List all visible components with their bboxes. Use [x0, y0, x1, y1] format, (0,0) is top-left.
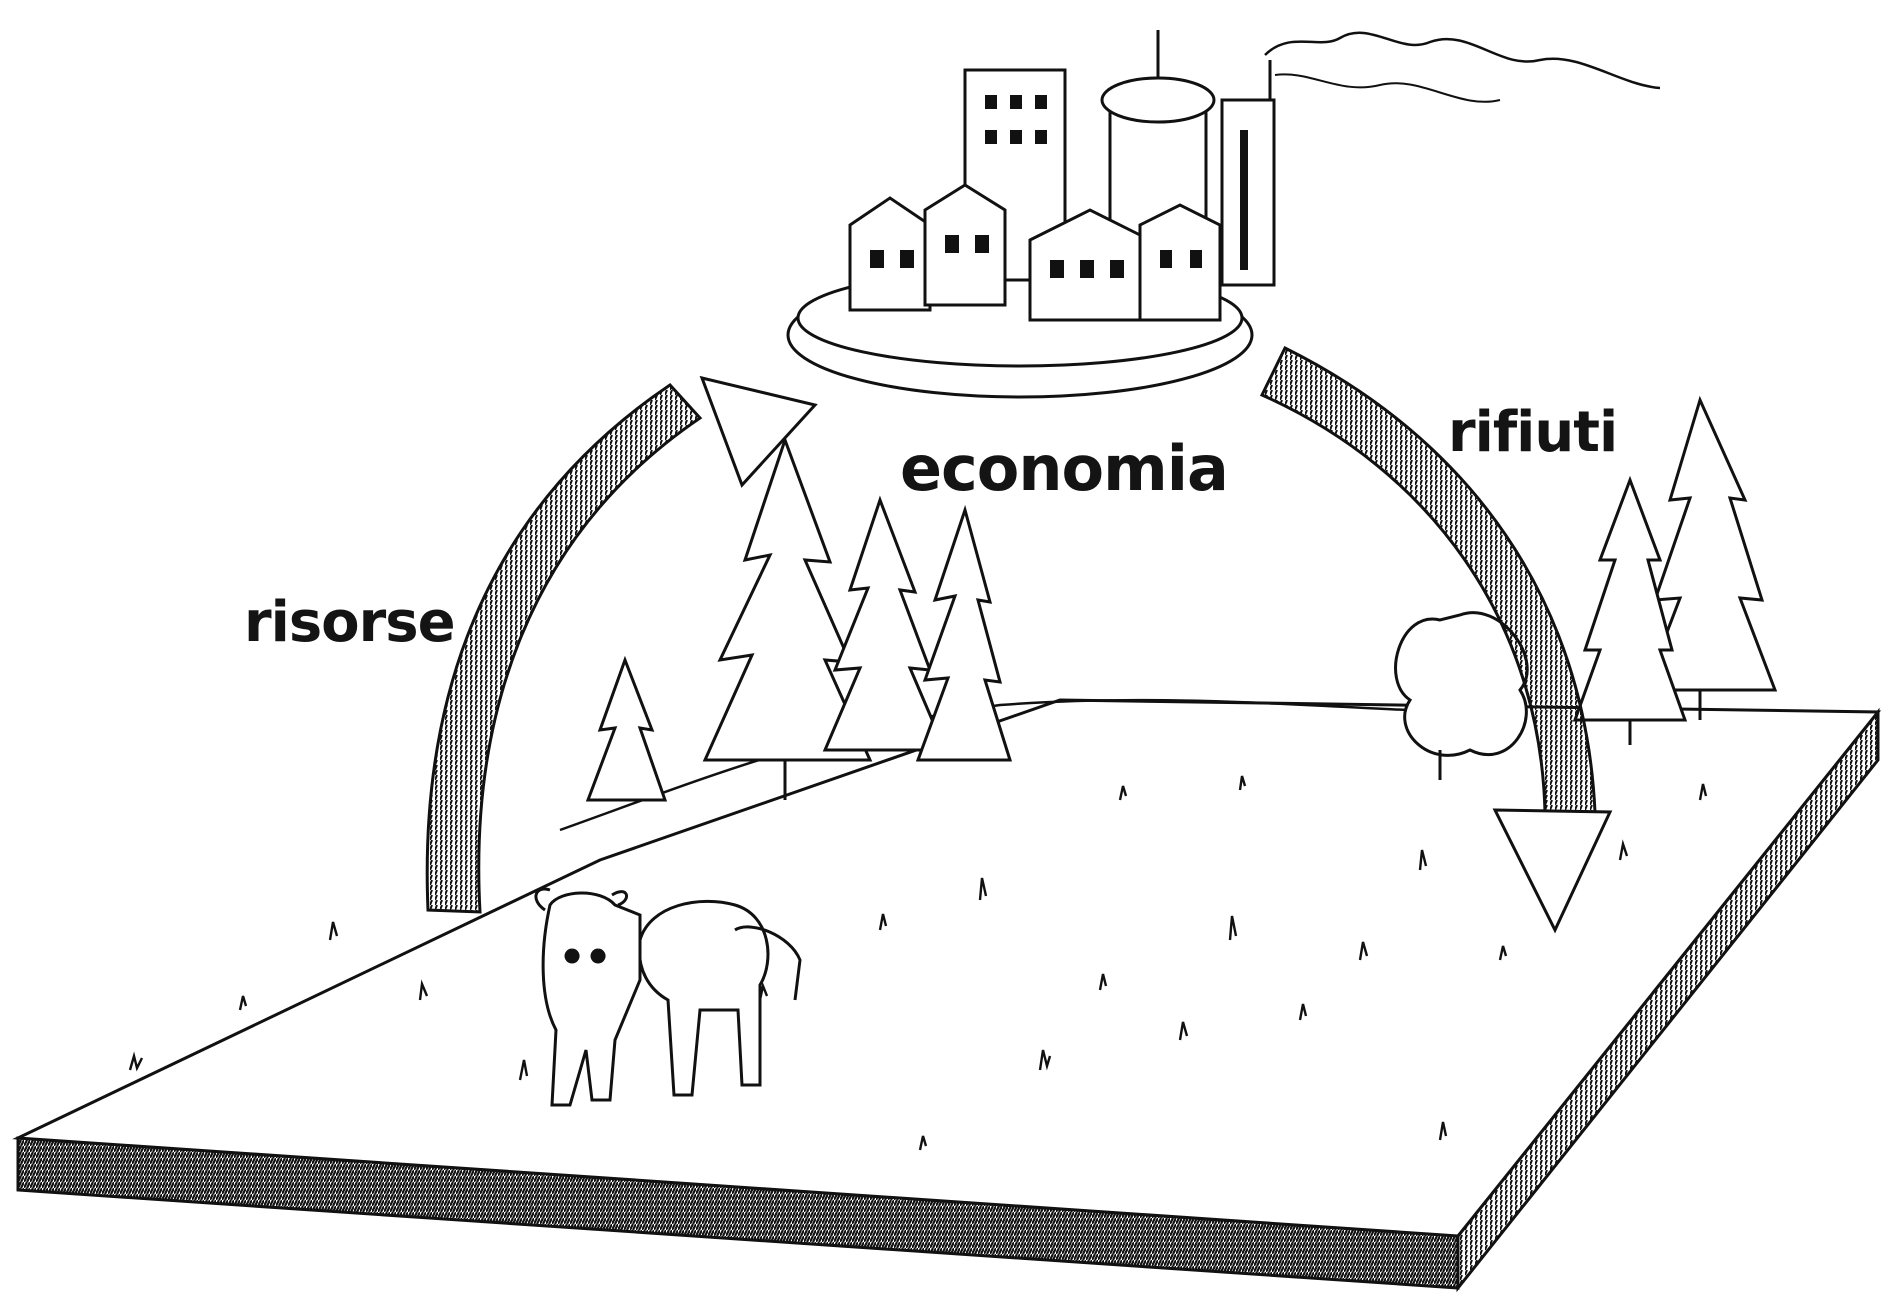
waste-arrow — [1259, 345, 1613, 934]
conifer-trees-left — [585, 435, 1013, 802]
resources-label: risorse — [244, 590, 456, 655]
economy-label: economia — [900, 432, 1229, 505]
waste-label: rifiuti — [1448, 400, 1618, 465]
resources-arrow — [425, 375, 818, 914]
land-slab — [12, 698, 1882, 1293]
city-plate — [786, 30, 1661, 399]
cows — [534, 887, 802, 1107]
